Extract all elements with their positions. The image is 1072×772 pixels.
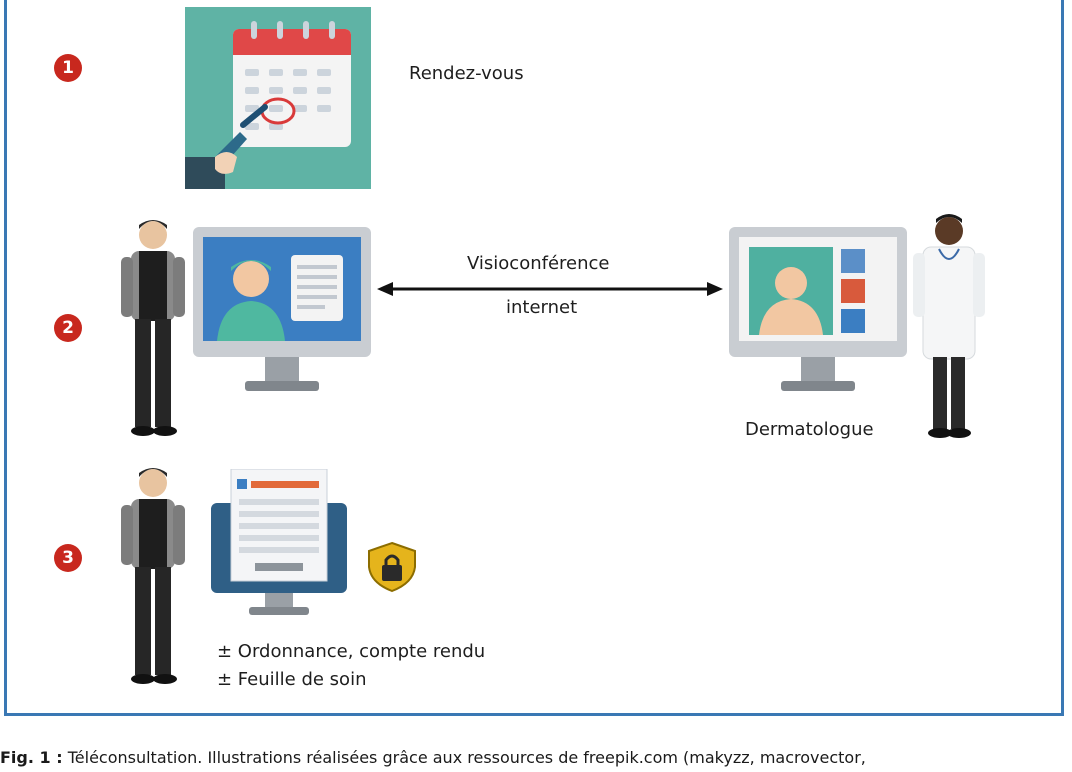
caption-text: Téléconsultation. Illustrations réalisée… [67, 748, 866, 767]
appointment-label: Rendez-vous [409, 63, 524, 84]
calendar-icon [185, 7, 371, 189]
dermatologist-figure-icon [913, 214, 985, 438]
videoconference-label: Visioconférence [467, 253, 610, 274]
prescription-report-label: ± Ordonnance, compte rendu [217, 641, 486, 662]
step-2-badge: 2 [54, 314, 82, 342]
care-sheet-label: ± Feuille de soin [217, 669, 367, 690]
patient-figure-icon [121, 220, 185, 436]
doctor-monitor-icon [729, 227, 907, 391]
figure-caption: Fig. 1 : Téléconsultation. Illustrations… [0, 748, 1072, 767]
step-1-badge: 1 [54, 54, 82, 82]
bidirectional-arrow-icon [377, 282, 723, 296]
caption-prefix: Fig. 1 : [0, 748, 63, 767]
patient-figure-icon-2 [121, 468, 185, 684]
dermatologist-label: Dermatologue [745, 419, 874, 440]
patient-monitor-icon [193, 227, 371, 391]
diagram-frame: 1 Rendez-vous 2 [4, 0, 1064, 716]
step-3-badge: 3 [54, 544, 82, 572]
security-shield-lock-icon [368, 541, 416, 593]
internet-label: internet [506, 297, 578, 318]
prescription-document-icon [211, 469, 347, 615]
